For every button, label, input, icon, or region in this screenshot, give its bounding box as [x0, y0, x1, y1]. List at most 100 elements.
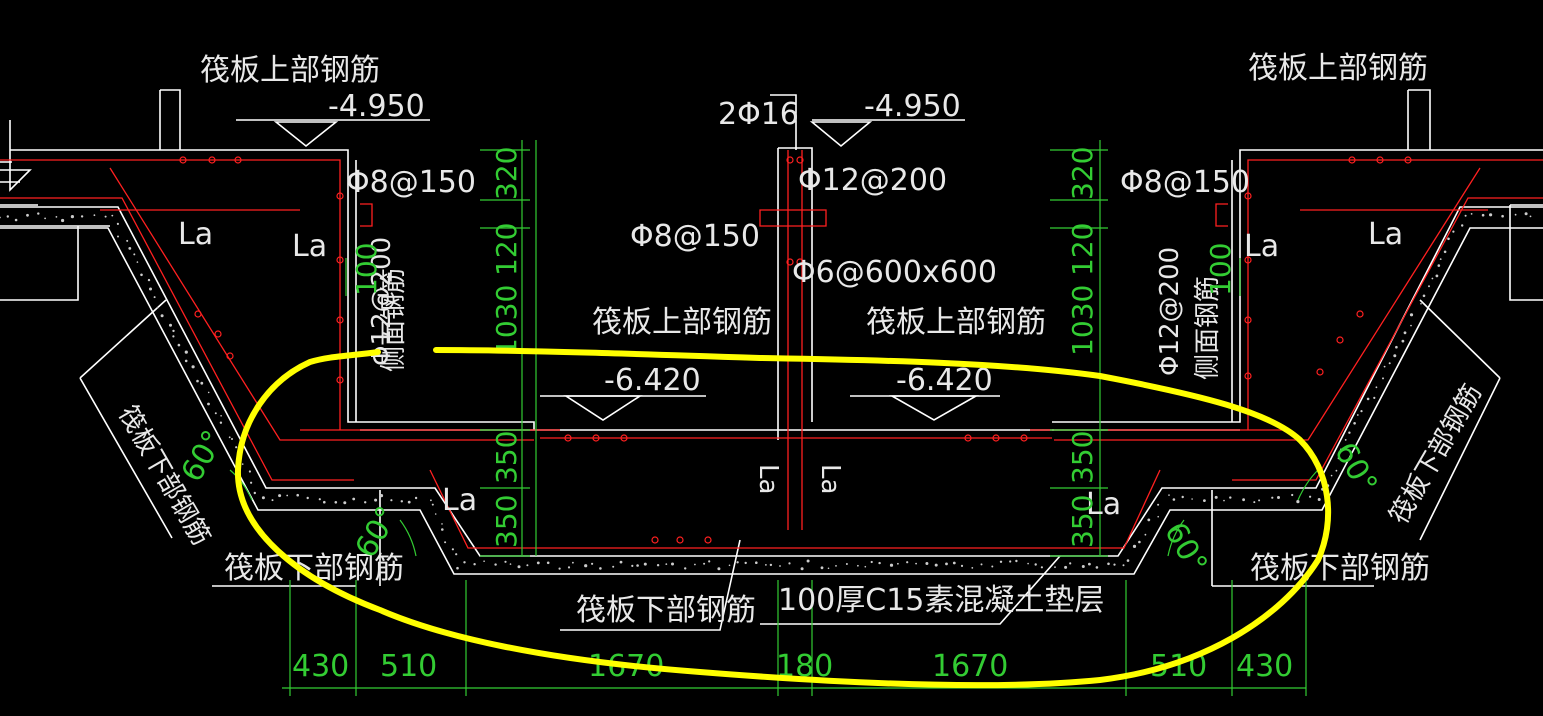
hatch-dot	[765, 564, 767, 566]
side-rebar-left-label: 侧面钢筋	[379, 268, 409, 372]
hatch-dot	[306, 496, 309, 500]
hatch-dot	[1344, 439, 1347, 441]
hatch-dot	[631, 564, 634, 568]
hatch-dot	[1447, 237, 1450, 241]
hatch-dot	[250, 481, 253, 484]
hatch-dot	[1348, 431, 1351, 434]
hatch-dot	[160, 314, 164, 318]
anchor-labels: La La La La La La La La	[178, 217, 1403, 522]
hatch-dot	[219, 421, 223, 424]
hatch-dot	[1157, 503, 1160, 506]
hatch-dot	[184, 350, 188, 354]
hatch-dot	[149, 287, 152, 291]
hatch-dot	[584, 564, 588, 568]
hatch-dot	[1181, 495, 1184, 499]
hatch-dot	[26, 213, 29, 217]
hatch-dot	[971, 567, 974, 569]
hatch-dot	[546, 561, 550, 565]
top-rebar-right-label: 筏板上部钢筋	[1248, 51, 1428, 86]
hatch-dot	[1277, 496, 1280, 499]
hatch-dot	[643, 562, 647, 566]
dim-v-left-1: 320	[490, 147, 523, 200]
hatch-dot	[878, 561, 881, 565]
elevation-markers	[236, 119, 1000, 421]
hatch-dot	[980, 563, 983, 566]
dim-v-left-2: 120	[490, 223, 523, 276]
hatch-dot	[296, 493, 300, 497]
hatch-dot	[1356, 414, 1359, 416]
hatch-dot	[1229, 496, 1232, 499]
hatch-dot	[1064, 565, 1068, 569]
dim-v-left-5: 350	[490, 495, 523, 548]
bottom-rebar-mid-label: 筏板下部钢筋	[576, 593, 756, 628]
hatch-dot	[1095, 566, 1099, 569]
hatch-dot	[504, 560, 507, 563]
hatch-dot	[318, 498, 321, 501]
hatch-dot	[656, 564, 660, 567]
hatch-dot	[755, 561, 758, 564]
hatch-dot	[684, 567, 687, 570]
hatch-dot	[111, 214, 114, 217]
anchor-label-6: La	[1086, 487, 1121, 522]
hatch-dot	[1126, 559, 1130, 562]
dim-inner-left: 100	[350, 243, 383, 296]
hatch-dot	[820, 566, 824, 570]
hatch-dot	[1291, 493, 1294, 497]
rebar-spec-labels: Φ8@150 Φ8@150 Φ8@150 Φ12@200 Φ6@600x600 …	[346, 97, 1250, 376]
hatch-dot	[400, 500, 403, 503]
hatch-dot	[463, 561, 466, 564]
hatch-dot	[1258, 499, 1261, 502]
hatch-dot	[37, 212, 40, 215]
hatch-dot	[441, 528, 444, 531]
hatch-dot	[599, 567, 602, 570]
hatch-dot	[1034, 563, 1037, 566]
hatch-dot	[93, 214, 96, 217]
hatch-dot	[0, 216, 1, 219]
anchor-label-4: La	[1368, 217, 1403, 252]
hatch-dot	[147, 278, 151, 282]
hatch-dot	[456, 566, 459, 570]
hatch-dot	[612, 565, 615, 568]
hatch-dot	[572, 561, 574, 564]
elevation-labels: -4.950 -4.950 -6.420 -6.420	[328, 89, 993, 398]
highlight-annotation	[234, 347, 1332, 689]
horizontal-dimensions: 430 510 1670 180 1670 510 430	[292, 649, 1293, 684]
mid-bars-label: 2Φ16	[718, 97, 799, 132]
hatch-dot	[431, 503, 434, 506]
hatch-dot	[414, 496, 418, 500]
hatch-dot	[334, 501, 338, 504]
hatch-dot	[1393, 354, 1397, 358]
hatch-dot	[61, 218, 65, 223]
hatch-dot	[1360, 410, 1363, 413]
hatch-dot	[14, 218, 18, 222]
hatch-dot	[889, 563, 894, 567]
hatch-dot	[196, 379, 199, 383]
anchor-label-7: La	[753, 464, 783, 494]
top-rebar-mid-right-label: 筏板上部钢筋	[866, 305, 1046, 340]
top-rebar-left-label: 筏板上部钢筋	[200, 53, 380, 88]
hatch-dot	[390, 499, 393, 502]
dim-h-5: 1670	[932, 649, 1008, 684]
hatch-dot	[744, 561, 747, 565]
elevation-top-mid: -4.950	[864, 89, 961, 124]
hatch-dot	[430, 499, 432, 502]
anchor-label-5: La	[442, 483, 477, 518]
hatch-dot	[945, 562, 948, 566]
hatch-dot	[1422, 294, 1426, 298]
hatch-dot	[1317, 498, 1321, 501]
stirrup-mid-label: Φ8@150	[630, 219, 760, 254]
hatch-dot	[864, 565, 867, 568]
hatch-dot	[352, 497, 356, 501]
hatch-dot	[156, 306, 159, 309]
hatch-dot	[483, 560, 485, 562]
hatch-dot	[1147, 518, 1151, 522]
hatch-dot	[248, 470, 251, 473]
dimension-lines	[229, 140, 1319, 696]
angle-right-inner: 60°	[1157, 517, 1214, 581]
hatch-dot	[558, 567, 561, 570]
hatch-dot	[897, 562, 899, 565]
hatch-dot	[1144, 533, 1147, 536]
hatch-dot	[870, 560, 873, 564]
cushion-label: 100厚C15素混凝土垫层	[778, 583, 1104, 618]
hatch-dot	[1428, 285, 1430, 288]
